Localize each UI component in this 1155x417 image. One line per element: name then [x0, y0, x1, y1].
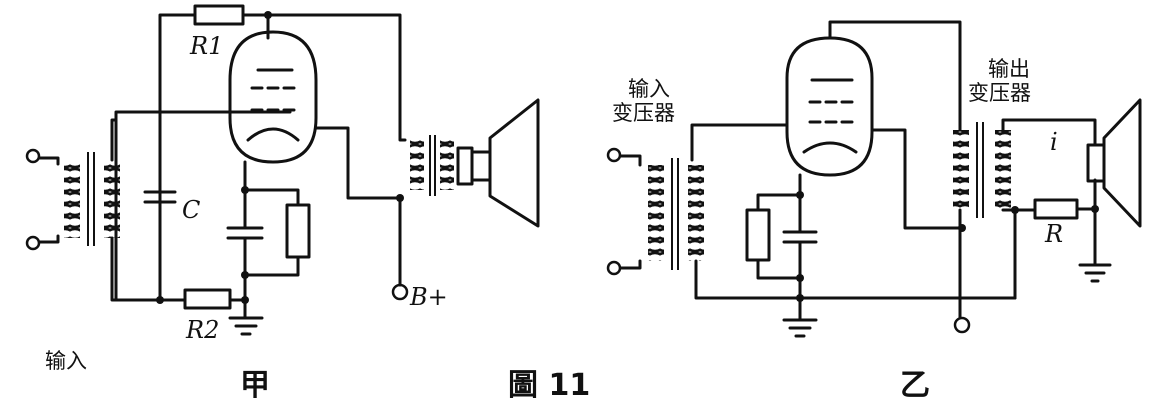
- r1-label: R1: [189, 32, 223, 60]
- figure-caption: 圖 11: [508, 368, 590, 403]
- input-terminal-bottom: [25, 235, 41, 251]
- capacitor-c: [143, 186, 177, 212]
- b-plus-terminal: [391, 283, 409, 301]
- input-label: 输入: [45, 349, 87, 373]
- circuit-panel-a: 输入 C: [25, 4, 540, 403]
- cathode-resistor-a: [285, 203, 311, 259]
- ground-symbol-a: [228, 316, 264, 336]
- r2-label: R2: [185, 316, 219, 344]
- speaker-transformer-a: [396, 135, 454, 270]
- capacitor-c-label: C: [182, 196, 200, 224]
- speaker-a: [456, 98, 540, 228]
- ground-symbol-b: [782, 318, 818, 338]
- vacuum-tube-b: [785, 36, 874, 177]
- panel-a-tag: 甲: [240, 368, 270, 403]
- output-transformer-b: [953, 118, 1097, 320]
- resistor-r1: [193, 4, 245, 26]
- resistor-r2: [183, 288, 232, 310]
- input-transformer-b: [618, 154, 1017, 300]
- output-transformer-label: 输出 变压器: [968, 57, 1037, 105]
- cathode-resistor-b: [745, 208, 771, 262]
- b-plus-terminal-b: [953, 316, 971, 334]
- resistor-r: [1033, 198, 1079, 220]
- vacuum-tube-a: [228, 30, 318, 164]
- speaker-b: [1086, 98, 1142, 228]
- panel-b-tag: 乙: [900, 368, 930, 403]
- input-transformer-a: [36, 118, 120, 302]
- input-terminal-b-bottom: [606, 260, 622, 276]
- input-transformer-label: 输入 变压器: [612, 77, 677, 125]
- current-i-label: i: [1050, 128, 1058, 156]
- r-label: R: [1044, 220, 1063, 248]
- ground-symbol-c: [1078, 263, 1112, 283]
- input-terminal-b-top: [606, 147, 622, 163]
- b-plus-label: B+: [409, 283, 448, 311]
- circuit-panel-b: 输入 变压器 输出 变压器 i: [606, 20, 1142, 403]
- input-terminal-top: [25, 148, 41, 164]
